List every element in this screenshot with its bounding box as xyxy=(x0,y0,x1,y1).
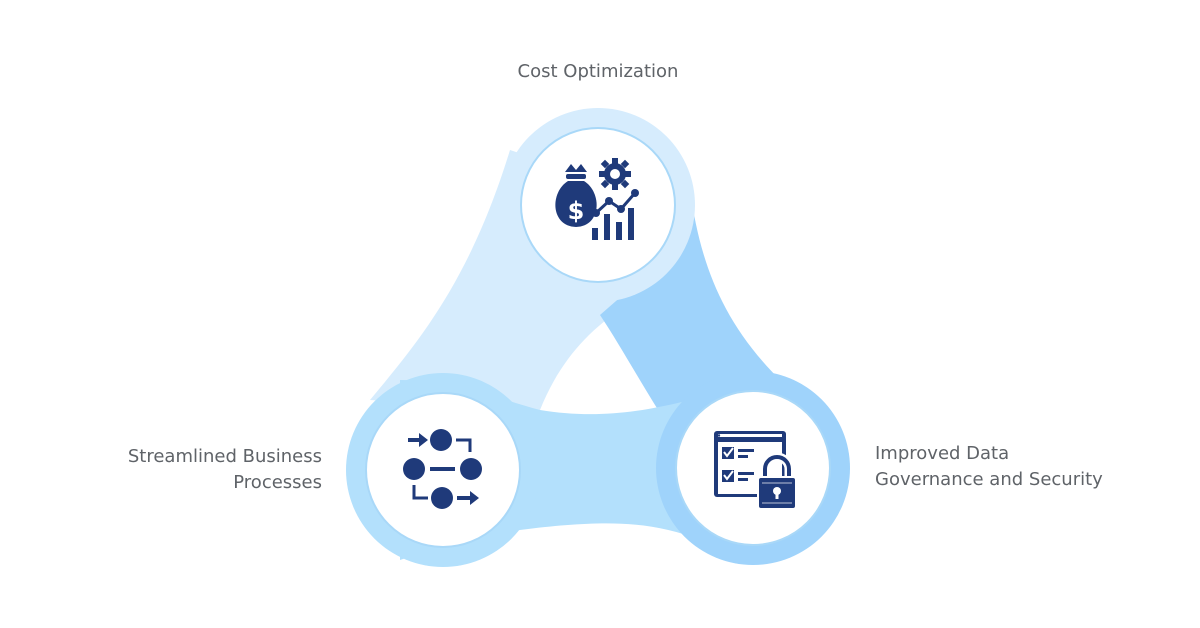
label-streamlined-business-processes: Streamlined Business Processes xyxy=(60,444,322,496)
label-improved-data-governance: Improved Data Governance and Security xyxy=(875,441,1175,493)
svg-text:$: $ xyxy=(568,197,585,225)
secure-checklist-lock-icon xyxy=(714,431,797,510)
money-bag-gear-chart-icon: $ xyxy=(555,158,639,240)
label-line: Improved Data xyxy=(875,443,1010,464)
label-line: Cost Optimization xyxy=(517,61,679,82)
circle-top xyxy=(520,127,676,283)
process-flow-icon xyxy=(403,429,482,509)
label-line: Governance and Security xyxy=(875,469,1103,490)
label-line: Streamlined Business xyxy=(127,446,322,467)
label-cost-optimization: Cost Optimization xyxy=(448,59,748,85)
label-line: Processes xyxy=(233,472,322,493)
